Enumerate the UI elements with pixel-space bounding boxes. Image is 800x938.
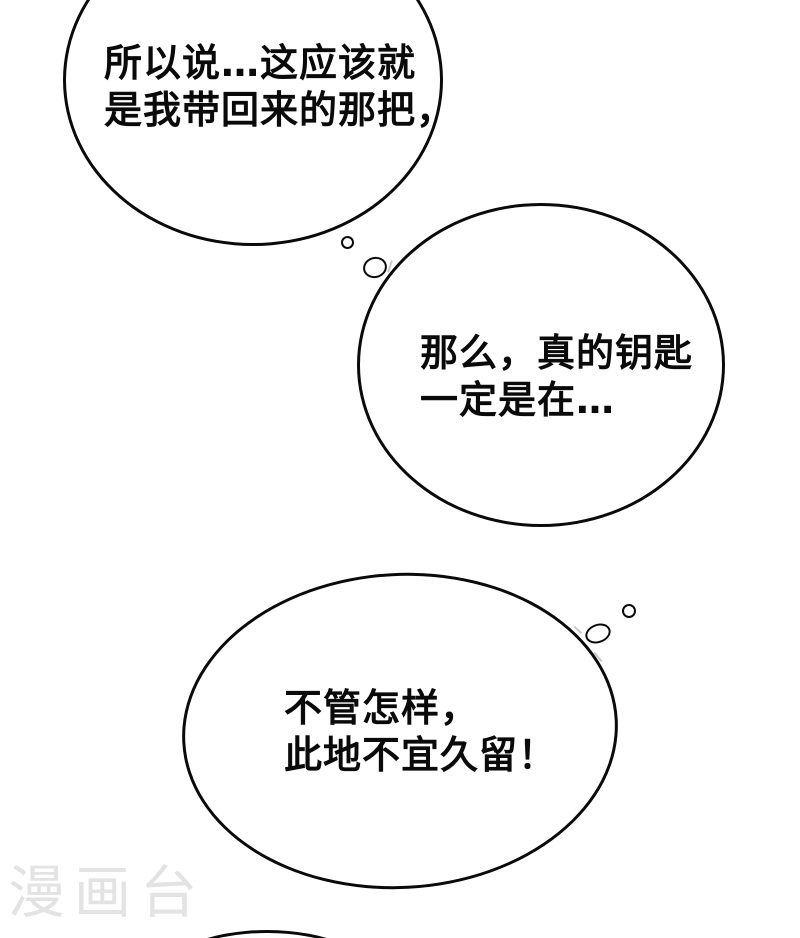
text-line: 是我带回来的那把， xyxy=(104,88,456,132)
thought-trail-dot-small xyxy=(622,604,636,618)
text-line: 那么，真的钥匙 xyxy=(420,331,694,375)
text-line: 一定是在… xyxy=(420,378,616,422)
thought-bubble-middle xyxy=(357,203,725,527)
thought-trail-dot-large xyxy=(582,620,614,647)
text-line: 不管怎样， xyxy=(284,686,480,730)
text-line: 此地不宜久留！ xyxy=(284,733,558,777)
watermark-text: 漫画台 xyxy=(8,860,206,926)
thought-trail-dot-small xyxy=(341,236,354,249)
text-line: 所以说…这应该就 xyxy=(104,41,417,85)
thought-bubble-middle-text: 那么，真的钥匙 一定是在… xyxy=(420,330,693,424)
thought-bubble-partial xyxy=(157,930,377,938)
thought-bubble-top-text: 所以说…这应该就 是我带回来的那把， xyxy=(104,40,455,134)
thought-bubble-bottom-text: 不管怎样， 此地不宜久留！ xyxy=(284,685,557,779)
